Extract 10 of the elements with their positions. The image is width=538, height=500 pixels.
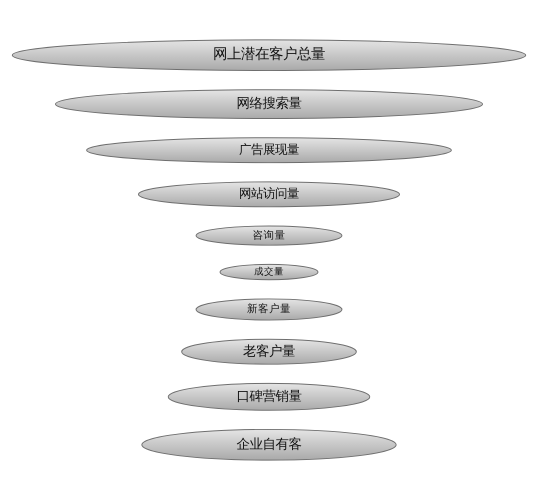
node-ellipse: 老客户量 [181, 338, 357, 365]
node-ellipse: 网站访问量 [138, 181, 400, 208]
node-ellipse: 企业自有客 [141, 428, 397, 461]
node-ellipse: 新客户量 [196, 298, 342, 321]
node-ellipse: 网络搜索量 [55, 89, 483, 119]
node-ellipse: 咨询量 [196, 226, 342, 246]
node-ellipse: 网上潜在客户总量 [12, 39, 526, 72]
node-ellipse: 成交量 [220, 264, 318, 280]
node-ellipse: 口碑营销量 [168, 382, 370, 411]
node-ellipse: 广告展现量 [86, 137, 452, 164]
